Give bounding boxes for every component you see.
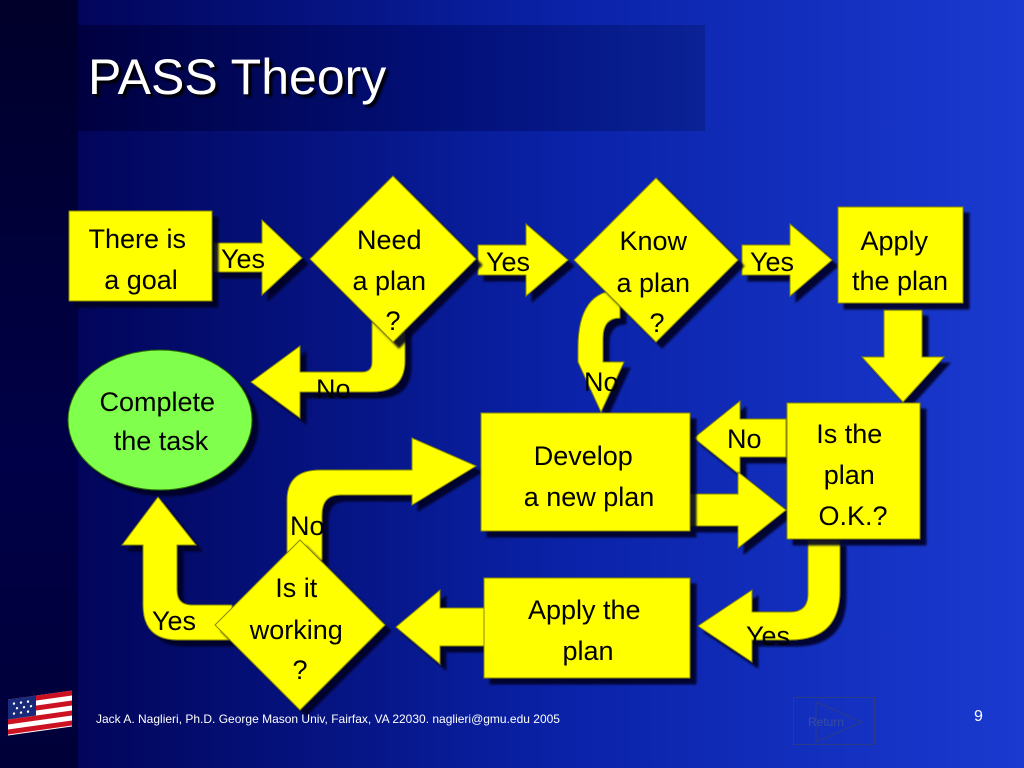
apply-top-line-1: Apply [860, 226, 928, 256]
develop-text: Develop a new plan [524, 441, 655, 512]
node-apply-bottom-box [483, 577, 691, 679]
complete-task-line-1: Complete [99, 387, 215, 417]
arrow-working-no [286, 437, 478, 561]
complete-task-line-2: the task [114, 426, 209, 456]
edge-label-know-yes: Yes [750, 247, 794, 277]
arrow-need-to-know [477, 222, 569, 298]
return-button[interactable]: Return [793, 697, 875, 745]
arrow-apply-to-working [395, 588, 485, 666]
return-triangle-icon [815, 701, 864, 743]
know-plan-line-3: ? [649, 308, 664, 338]
page-number: 9 [974, 708, 983, 725]
node-apply-top-box [837, 206, 964, 304]
node-is-working-diamond [214, 539, 386, 711]
apply-bottom-text: Apply the plan [528, 595, 648, 666]
flag-logo [8, 690, 72, 736]
plan-ok-text: Is the plan O.K.? [816, 419, 890, 531]
edge-label-need-yes: Yes [486, 247, 530, 277]
plan-ok-line-3: O.K.? [818, 501, 887, 531]
plan-ok-line-1: Is the [816, 419, 882, 449]
is-working-text: Is it working ? [249, 573, 351, 685]
edge-label-ok-yes: Yes [746, 621, 790, 651]
arrow-working-yes [121, 496, 233, 641]
node-goal-box [68, 210, 213, 302]
know-plan-line-1: Know [619, 226, 687, 256]
need-plan-line-3: ? [385, 306, 400, 336]
need-plan-text: Need a plan ? [352, 225, 433, 336]
node-need-plan-diamond [309, 175, 477, 343]
edge-label-know-no: No [584, 367, 619, 397]
left-bar [0, 0, 78, 768]
apply-bottom-line-2: plan [562, 636, 613, 666]
node-plan-ok-box [786, 402, 921, 540]
plan-ok-line-2: plan [824, 460, 875, 490]
edge-label-working-yes: Yes [152, 606, 196, 636]
arrow-goal-to-need [213, 218, 303, 297]
arrow-know-no [577, 289, 625, 414]
is-working-line-3: ? [292, 655, 307, 685]
apply-top-line-2: the plan [852, 266, 948, 296]
goal-line-1: There is [88, 224, 186, 254]
complete-task-text: Complete the task [99, 387, 222, 456]
apply-bottom-line-1: Apply the [528, 595, 641, 625]
develop-line-1: Develop [534, 441, 633, 471]
arrow-apply-to-ok [860, 309, 946, 403]
goal-text: There is a goal [88, 224, 193, 295]
know-plan-line-2: a plan [616, 268, 690, 298]
node-know-plan-diamond [573, 177, 739, 343]
goal-line-2: a goal [104, 265, 178, 295]
title-bar [78, 25, 705, 131]
edge-label-need-no: No [316, 374, 351, 404]
apply-top-text: Apply the plan [852, 226, 948, 296]
arrow-ok-no [693, 399, 787, 477]
node-develop-box [480, 412, 691, 532]
need-plan-line-2: a plan [352, 266, 426, 296]
arrow-develop-to-ok [689, 470, 787, 550]
arrow-ok-yes [697, 539, 841, 663]
is-working-line-2: working [249, 615, 343, 645]
arrow-need-no [250, 317, 406, 419]
develop-line-2: a new plan [524, 482, 655, 512]
is-working-line-1: Is it [275, 573, 318, 603]
need-plan-line-1: Need [357, 225, 422, 255]
know-plan-text: Know a plan ? [616, 226, 697, 338]
return-button-label: Return [808, 715, 845, 729]
edge-label-working-no: No [290, 511, 325, 541]
footer-text: Jack A. Naglieri, Ph.D. George Mason Uni… [96, 712, 560, 726]
edge-label-goal-yes: Yes [221, 244, 265, 274]
slide-title: PASS Theory [88, 49, 387, 105]
node-complete-task-ellipse [67, 349, 253, 491]
arrow-know-to-apply [741, 222, 833, 298]
edge-label-ok-no: No [727, 424, 762, 454]
